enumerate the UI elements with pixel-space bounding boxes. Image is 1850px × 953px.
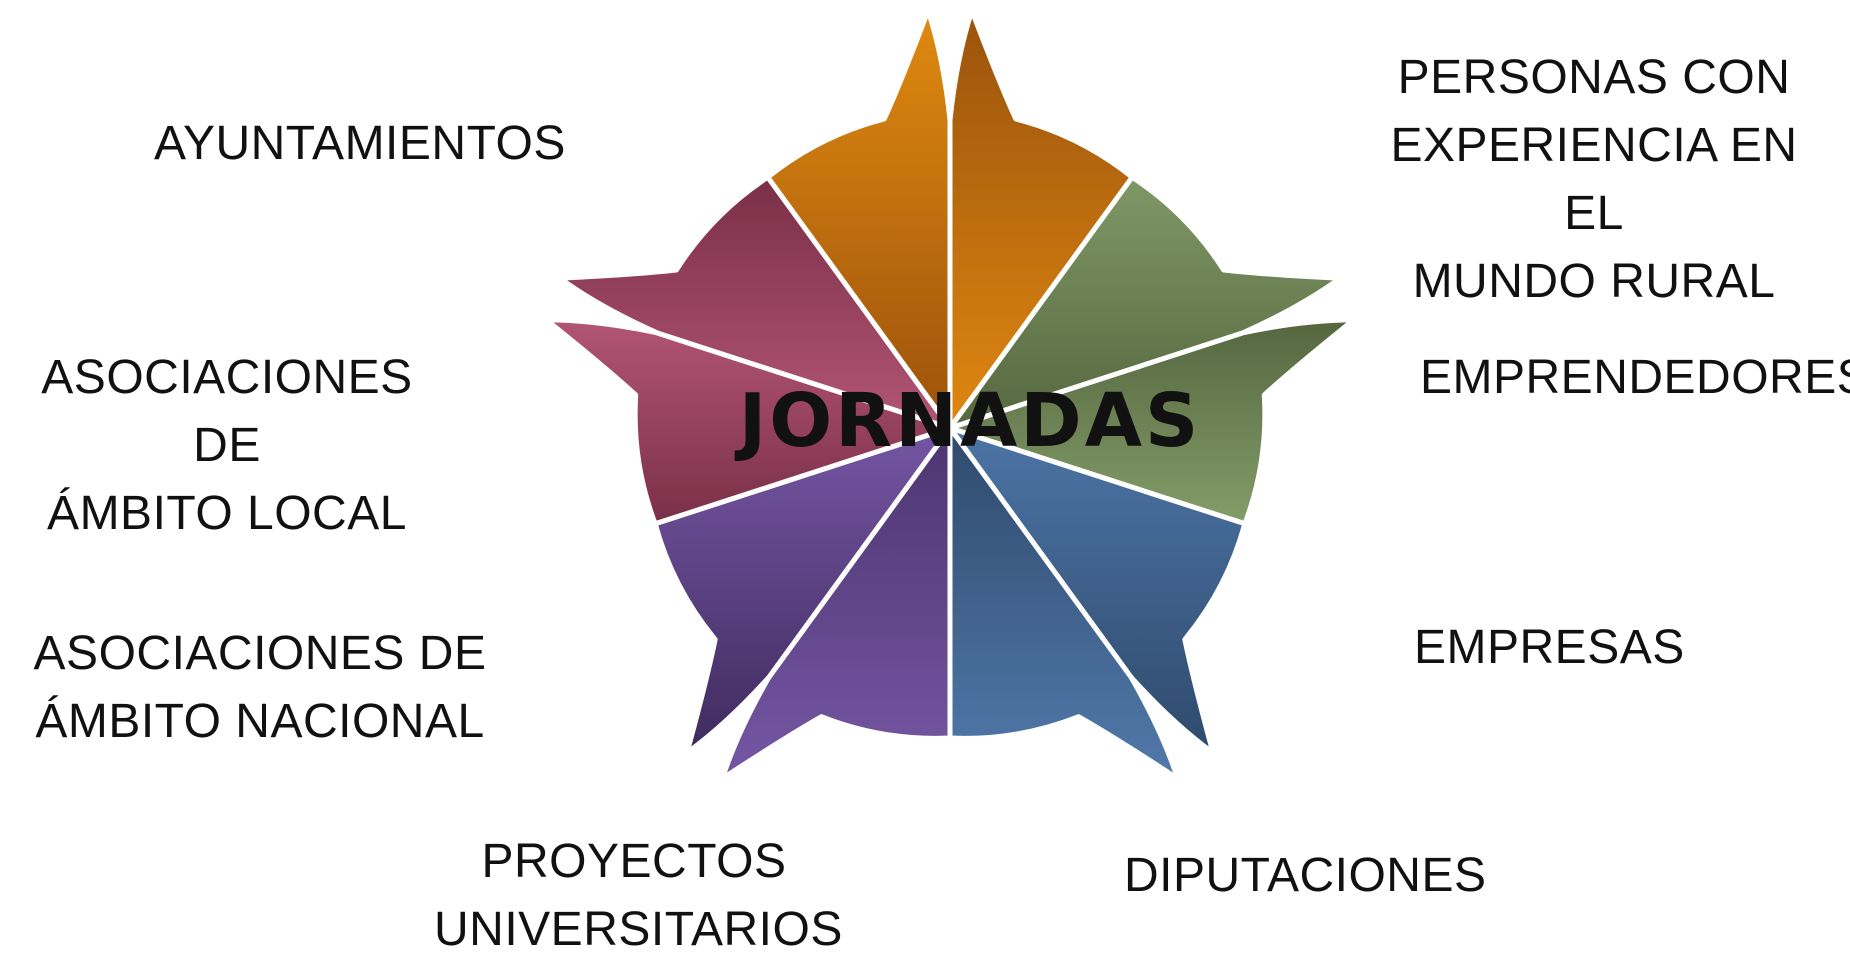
wedge-blue-upper: [947, 425, 1248, 756]
center-title: JORNADAS: [738, 378, 1202, 464]
wedge-purple-lower: [719, 425, 953, 782]
wedge-orange-left: [765, 8, 953, 431]
wedge-blue-lower: [947, 425, 1181, 782]
label-ayuntamientos: AYUNTAMIENTOS: [154, 117, 566, 170]
label-personas-con-experiencia: PERSONAS CON EXPERIENCIA EN EL MUNDO RUR…: [1390, 51, 1798, 308]
wedge-orange-right: [947, 8, 1135, 431]
label-empresas: EMPRESAS: [1414, 621, 1685, 674]
wedge-purple-upper: [652, 425, 953, 756]
wedge-rose-lower: [543, 317, 953, 527]
wedge-green-upper: [947, 174, 1343, 431]
wedge-green-lower: [947, 317, 1357, 527]
label-proyectos-universitarios: PROYECTOS UNIVERSITARIOS: [434, 835, 843, 953]
label-asociaciones-ambito-local: ASOCIACIONES DE ÁMBITO LOCAL: [41, 351, 413, 540]
label-emprendedores: EMPRENDEDORES: [1420, 351, 1850, 404]
label-asociaciones-ambito-nacional: ASOCIACIONES DE ÁMBITO NACIONAL: [33, 627, 487, 748]
wedge-rose-upper: [557, 174, 953, 431]
label-diputaciones: DIPUTACIONES: [1124, 849, 1487, 902]
diagram-wedges: [543, 8, 1357, 782]
